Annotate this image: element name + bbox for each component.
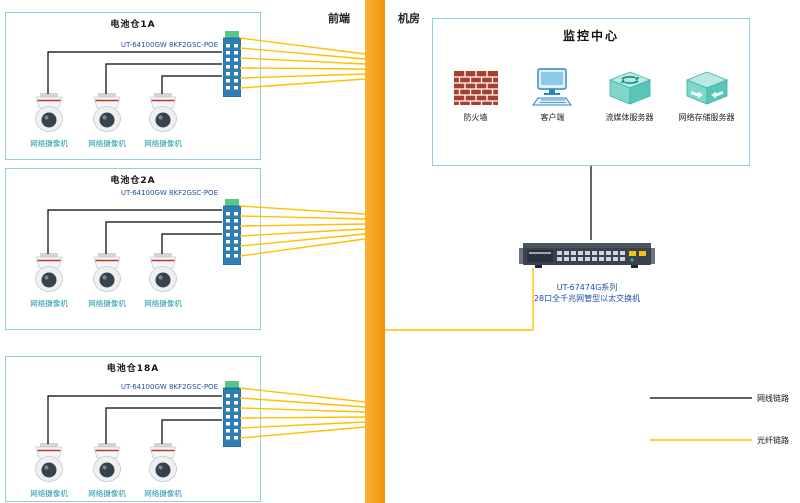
poe-switch-icon bbox=[223, 199, 241, 265]
poe-switch-icon bbox=[223, 381, 241, 447]
firewall-icon bbox=[438, 67, 514, 109]
device-storage-server: 网络存储服务器 bbox=[669, 67, 745, 123]
camera-label: 网络摄像机 bbox=[30, 299, 68, 308]
battery-room-2-box: 电池仓2A UT-64100GW 8KF2GSC-POE 网络摄像机 网络摄像机… bbox=[5, 168, 261, 330]
device-label: 网络存储服务器 bbox=[678, 113, 735, 122]
camera-label: 网络摄像机 bbox=[144, 489, 182, 498]
monitoring-center-title: 监控中心 bbox=[562, 29, 619, 43]
dome-camera-icon bbox=[27, 253, 71, 293]
network-storage-server-icon bbox=[669, 67, 745, 109]
poe-switch-model-label: UT-64100GW 8KF2GSC-POE bbox=[120, 41, 218, 49]
camera-label: 网络摄像机 bbox=[144, 299, 182, 308]
ip-camera: 网络摄像机 bbox=[26, 253, 72, 309]
ip-camera: 网络摄像机 bbox=[26, 93, 72, 149]
group-title: 电池仓2A bbox=[110, 176, 156, 186]
legend-fiber-label: 光纤链路 bbox=[757, 436, 789, 445]
device-label: 防火墙 bbox=[463, 113, 488, 122]
core-switch-icon bbox=[519, 240, 655, 270]
ip-camera: 网络摄像机 bbox=[140, 253, 186, 309]
zone-label-front: 前端 bbox=[328, 12, 350, 25]
ip-camera: 网络摄像机 bbox=[84, 253, 130, 309]
zone-divider-bar bbox=[365, 0, 385, 503]
dome-camera-icon bbox=[27, 93, 71, 133]
ip-camera: 网络摄像机 bbox=[140, 93, 186, 149]
dome-camera-icon bbox=[85, 93, 129, 133]
camera-label: 网络摄像机 bbox=[30, 489, 68, 498]
poe-switch-model-label: UT-64100GW 8KF2GSC-POE bbox=[120, 383, 218, 391]
client-computer-icon bbox=[515, 67, 591, 109]
ip-camera: 网络摄像机 bbox=[84, 443, 130, 499]
ip-camera: 网络摄像机 bbox=[84, 93, 130, 149]
ip-camera: 网络摄像机 bbox=[140, 443, 186, 499]
camera-label: 网络摄像机 bbox=[88, 489, 126, 498]
battery-room-18-box: 电池仓18A UT-64100GW 8KF2GSC-POE 网络摄像机 网络摄像… bbox=[5, 356, 261, 502]
camera-label: 网络摄像机 bbox=[88, 299, 126, 308]
device-client: 客户端 bbox=[515, 67, 591, 123]
zone-label-room: 机房 bbox=[398, 12, 420, 25]
device-label: 流媒体服务器 bbox=[605, 113, 654, 122]
battery-room-1-box: 电池仓1A UT-64100GW 8KF2GSC-POE 网络摄像机 网络摄像机… bbox=[5, 12, 261, 160]
camera-label: 网络摄像机 bbox=[30, 139, 68, 148]
poe-switch-icon bbox=[223, 31, 241, 97]
device-label: 客户端 bbox=[540, 113, 565, 122]
dome-camera-icon bbox=[141, 93, 185, 133]
group-title: 电池仓18A bbox=[106, 364, 160, 374]
monitoring-devices-row: 防火墙 客户端 流媒体服务器 网络存储服务器 bbox=[437, 67, 745, 123]
streaming-media-server-icon bbox=[592, 67, 668, 109]
monitoring-center-box: 监控中心 防火墙 客户端 流媒体服务器 bbox=[432, 18, 750, 166]
core-switch-description: 28口全千兆网管型以太交换机 bbox=[533, 293, 641, 303]
dome-camera-icon bbox=[141, 443, 185, 483]
dome-camera-icon bbox=[85, 443, 129, 483]
ip-camera: 网络摄像机 bbox=[26, 443, 72, 499]
camera-label: 网络摄像机 bbox=[88, 139, 126, 148]
dome-camera-icon bbox=[27, 443, 71, 483]
poe-switch-model-label: UT-64100GW 8KF2GSC-POE bbox=[120, 189, 218, 197]
core-switch-series: UT-67474G系列 bbox=[556, 283, 618, 292]
camera-label: 网络摄像机 bbox=[144, 139, 182, 148]
core-switch-label: UT-67474G系列 28口全千兆网管型以太交换机 bbox=[492, 283, 682, 305]
device-streaming-server: 流媒体服务器 bbox=[592, 67, 668, 123]
legend-ethernet-label: 网线链路 bbox=[757, 394, 789, 403]
device-firewall: 防火墙 bbox=[438, 67, 514, 123]
dome-camera-icon bbox=[141, 253, 185, 293]
group-title: 电池仓1A bbox=[110, 20, 156, 30]
dome-camera-icon bbox=[85, 253, 129, 293]
